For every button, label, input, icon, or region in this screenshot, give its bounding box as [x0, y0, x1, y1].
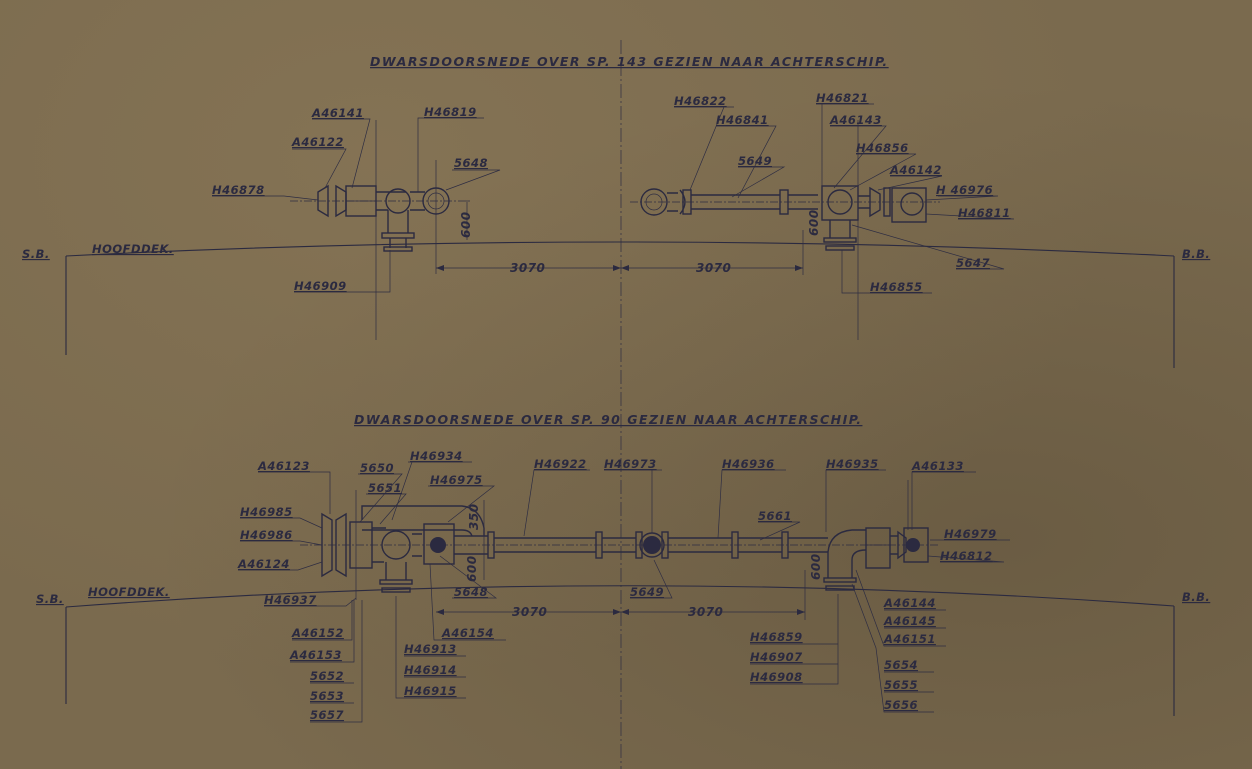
top-dim-left: 3070: [510, 261, 545, 275]
bottom-label-5648: 5648: [454, 585, 488, 599]
top-dim-vert-right: 600: [807, 209, 821, 236]
top-dim-vert-left: 600: [459, 211, 473, 238]
top-label-h46855: H46855: [870, 280, 923, 294]
bottom-deck-line: [65, 585, 1175, 608]
bottom-label-a46154: A46154: [441, 626, 494, 640]
bottom-label-h46914: H46914: [404, 663, 457, 677]
bottom-label-5657: 5657: [310, 708, 344, 722]
bottom-section: DWARSDOORSNEDE OVER SP. 90 GEZIEN NAAR A…: [36, 412, 1210, 723]
bottom-dimension: 3070 3070 350 600 600: [436, 503, 823, 619]
bottom-label-h46975: H46975: [430, 473, 483, 487]
top-title: DWARSDOORSNEDE OVER SP. 143 GEZIEN NAAR …: [370, 54, 889, 69]
bottom-dim-vert-left: 600: [465, 555, 479, 582]
bottom-label-a46151: A46151: [883, 632, 936, 646]
top-label-h46822: H46822: [674, 94, 727, 108]
bottom-title: DWARSDOORSNEDE OVER SP. 90 GEZIEN NAAR A…: [354, 412, 862, 427]
bottom-label-5656: 5656: [884, 698, 918, 712]
top-label-h46856: H46856: [856, 141, 909, 155]
top-dimension: 3070 3070 600 600: [436, 209, 821, 275]
bottom-label-h46935: H46935: [826, 457, 879, 471]
bottom-label-5653: 5653: [310, 689, 344, 703]
bottom-dim-left: 3070: [512, 605, 547, 619]
top-sb-label: S.B.: [22, 247, 50, 261]
top-bb-label: B.B.: [1182, 247, 1210, 261]
top-section: DWARSDOORSNEDE OVER SP. 143 GEZIEN NAAR …: [22, 54, 1210, 368]
top-label-h46811: H46811: [958, 206, 1011, 220]
top-label-h46909: H46909: [294, 279, 347, 293]
top-label-h46878: H46878: [212, 183, 265, 197]
bottom-label-5652: 5652: [310, 669, 344, 683]
top-dim-right: 3070: [696, 261, 731, 275]
bottom-label-h46812: H46812: [940, 549, 993, 563]
bottom-label-h46907: H46907: [750, 650, 803, 664]
top-label-a46141: A46141: [311, 106, 364, 120]
bottom-label-a46124: A46124: [237, 557, 290, 571]
top-label-5647: 5647: [956, 256, 990, 270]
bottom-deck-label: HOOFDDEK.: [88, 585, 170, 599]
bottom-label-5651: 5651: [368, 481, 402, 495]
top-label-h46976: H 46976: [936, 183, 993, 197]
top-label-h46841: H46841: [716, 113, 769, 127]
bottom-dim-vert-right: 600: [809, 553, 823, 580]
bottom-label-h46908: H46908: [750, 670, 803, 684]
bottom-label-h46986: H46986: [240, 528, 293, 542]
bottom-label-h46913: H46913: [404, 642, 457, 656]
top-deck-label: HOOFDDEK.: [92, 242, 174, 256]
bottom-label-a46152: A46152: [291, 626, 344, 640]
top-left-pipe-assembly: [290, 120, 470, 340]
top-label-h46821: H46821: [816, 91, 869, 105]
bottom-label-h46979: H46979: [944, 527, 997, 541]
top-label-a46142: A46142: [889, 163, 942, 177]
bottom-label-a46123: A46123: [257, 459, 310, 473]
bottom-pipe-assembly: [300, 480, 940, 620]
top-label-5648: 5648: [454, 156, 488, 170]
bottom-sb-label: S.B.: [36, 592, 64, 606]
bottom-label-h46937: H46937: [264, 593, 317, 607]
bottom-label-a46144: A46144: [883, 596, 936, 610]
bottom-bb-label: B.B.: [1182, 590, 1210, 604]
bottom-label-5650: 5650: [360, 461, 394, 475]
bottom-label-a46145: A46145: [883, 614, 936, 628]
bottom-label-h46859: H46859: [750, 630, 803, 644]
top-right-pipe-assembly: [630, 104, 940, 340]
bottom-dim-right: 3070: [688, 605, 723, 619]
top-label-a46122: A46122: [291, 135, 344, 149]
bottom-label-a46133: A46133: [911, 459, 964, 473]
bottom-label-h46934: H46934: [410, 449, 463, 463]
bottom-label-5654: 5654: [884, 658, 918, 672]
bottom-label-h46936: H46936: [722, 457, 775, 471]
bottom-label-5661: 5661: [758, 509, 792, 523]
bottom-label-h46915: H46915: [404, 684, 457, 698]
top-deck-line: [65, 241, 1175, 257]
top-label-5649: 5649: [738, 154, 772, 168]
bottom-label-a46153: A46153: [289, 648, 342, 662]
bottom-label-h46973: H46973: [604, 457, 657, 471]
bottom-label-5655: 5655: [884, 678, 918, 692]
bottom-dim-vert-350: 350: [467, 503, 481, 530]
bottom-label-5649: 5649: [630, 585, 664, 599]
bottom-label-h46922: H46922: [534, 457, 587, 471]
top-label-h46819: H46819: [424, 105, 477, 119]
top-label-a46143: A46143: [829, 113, 882, 127]
bottom-label-h46985: H46985: [240, 505, 293, 519]
